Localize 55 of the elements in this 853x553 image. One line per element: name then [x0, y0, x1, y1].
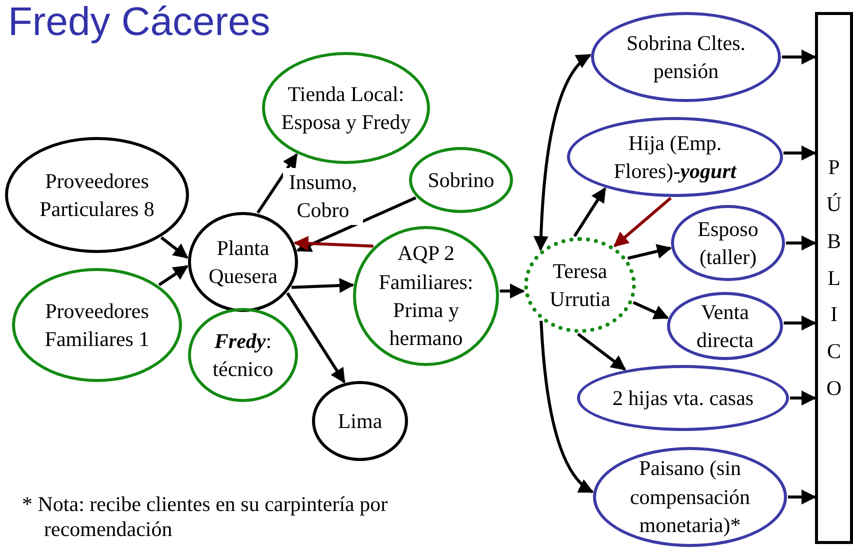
- arrow: [158, 264, 188, 286]
- seller-ellipse: [591, 12, 781, 102]
- node-label: 2 hijas vta. casas: [611, 384, 755, 412]
- person-ellipse: [188, 308, 298, 402]
- node-label: Fredy: técnico: [212, 328, 274, 383]
- arrow: [577, 332, 626, 371]
- arrow: [500, 284, 525, 299]
- arrow: [160, 236, 188, 259]
- supplier-ellipse: [5, 137, 189, 253]
- arrow: [627, 244, 672, 260]
- seller-ellipse: [567, 117, 783, 197]
- arrow: [296, 196, 416, 252]
- node-label: Lima: [336, 408, 384, 435]
- node-label: Venta directa: [695, 298, 755, 354]
- node-label: PÚBLICO: [826, 154, 842, 402]
- family-ellipse: [353, 226, 499, 366]
- node-label: Esposo (taller): [696, 216, 760, 271]
- arrow: [540, 320, 594, 494]
- arrow: [534, 54, 592, 252]
- arrow: [256, 153, 298, 214]
- footnote: * Nota: recibe clientes en su carpintería por recomendación: [22, 492, 389, 542]
- seller-ellipse: [577, 365, 789, 431]
- person-ellipse: [409, 147, 513, 213]
- node-label: Sobrino: [426, 166, 496, 194]
- diagram-title: Fredy Cáceres: [8, 0, 270, 44]
- arrow: [613, 196, 672, 248]
- seller-ellipse: [671, 205, 785, 281]
- node-label: Sobrina Cltes. pensión: [626, 30, 746, 85]
- seller-ellipse: [524, 237, 636, 333]
- arrow: [786, 236, 816, 250]
- node-label: Proveedores Familiares 1: [44, 298, 150, 353]
- node-label: Teresa Urrutia: [548, 258, 612, 313]
- sales-ellipse: [667, 292, 783, 360]
- arrow: [286, 292, 346, 384]
- node-label: Paisano (sin compensación monetaria)*: [628, 455, 752, 540]
- node-label: Planta Quesera: [208, 234, 278, 290]
- arrow: [632, 301, 669, 320]
- edge-label: Insumo, Cobro: [283, 168, 363, 225]
- person-ellipse: [593, 447, 787, 547]
- city-ellipse: [312, 381, 408, 461]
- public-box: [815, 12, 853, 544]
- arrow: [292, 278, 354, 293]
- node-label: Tienda Local: Esposa y Fredy: [280, 80, 412, 136]
- arrow: [783, 146, 816, 160]
- supplier-ellipse: [12, 268, 182, 382]
- arrow: [293, 236, 374, 251]
- arrow: [782, 50, 816, 64]
- store-ellipse: [262, 52, 430, 164]
- node-label: Proveedores Particulares 8: [38, 168, 156, 223]
- node-label: AQP 2 Familiares: Prima y hermano: [378, 240, 474, 352]
- arrow: [788, 490, 816, 504]
- arrow: [790, 390, 816, 406]
- arrow: [784, 315, 816, 330]
- node-label: Hija (Emp. Flores)-yogurt: [612, 130, 738, 185]
- arrow: [573, 187, 606, 238]
